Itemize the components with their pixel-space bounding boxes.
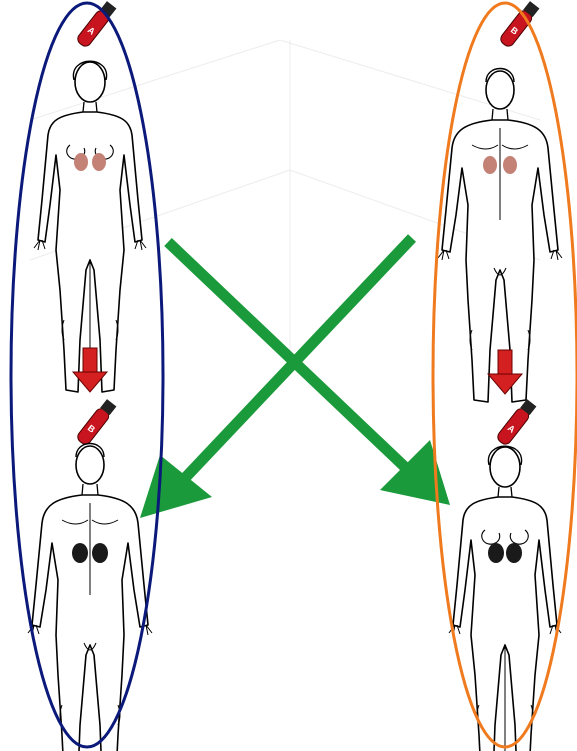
right-donor-tube-icon: B <box>498 0 540 48</box>
left-recipient-tube-icon: B <box>75 398 117 446</box>
right-recipient-female-figure <box>449 446 561 751</box>
right-recipient-failing-kidney-icon <box>488 543 504 563</box>
left-donor-female-figure <box>34 61 146 392</box>
left-recipient-failing-kidney-icon <box>72 543 88 563</box>
right-recipient-tube-icon: A <box>495 398 537 446</box>
cross-arrow-right-to-left <box>140 238 412 518</box>
right-donor-healthy-kidney-icon <box>483 156 497 174</box>
left-recipient-male-figure <box>28 444 152 751</box>
cross-arrow-left-to-right <box>168 242 450 505</box>
left-donor-healthy-kidney-icon <box>74 153 88 171</box>
